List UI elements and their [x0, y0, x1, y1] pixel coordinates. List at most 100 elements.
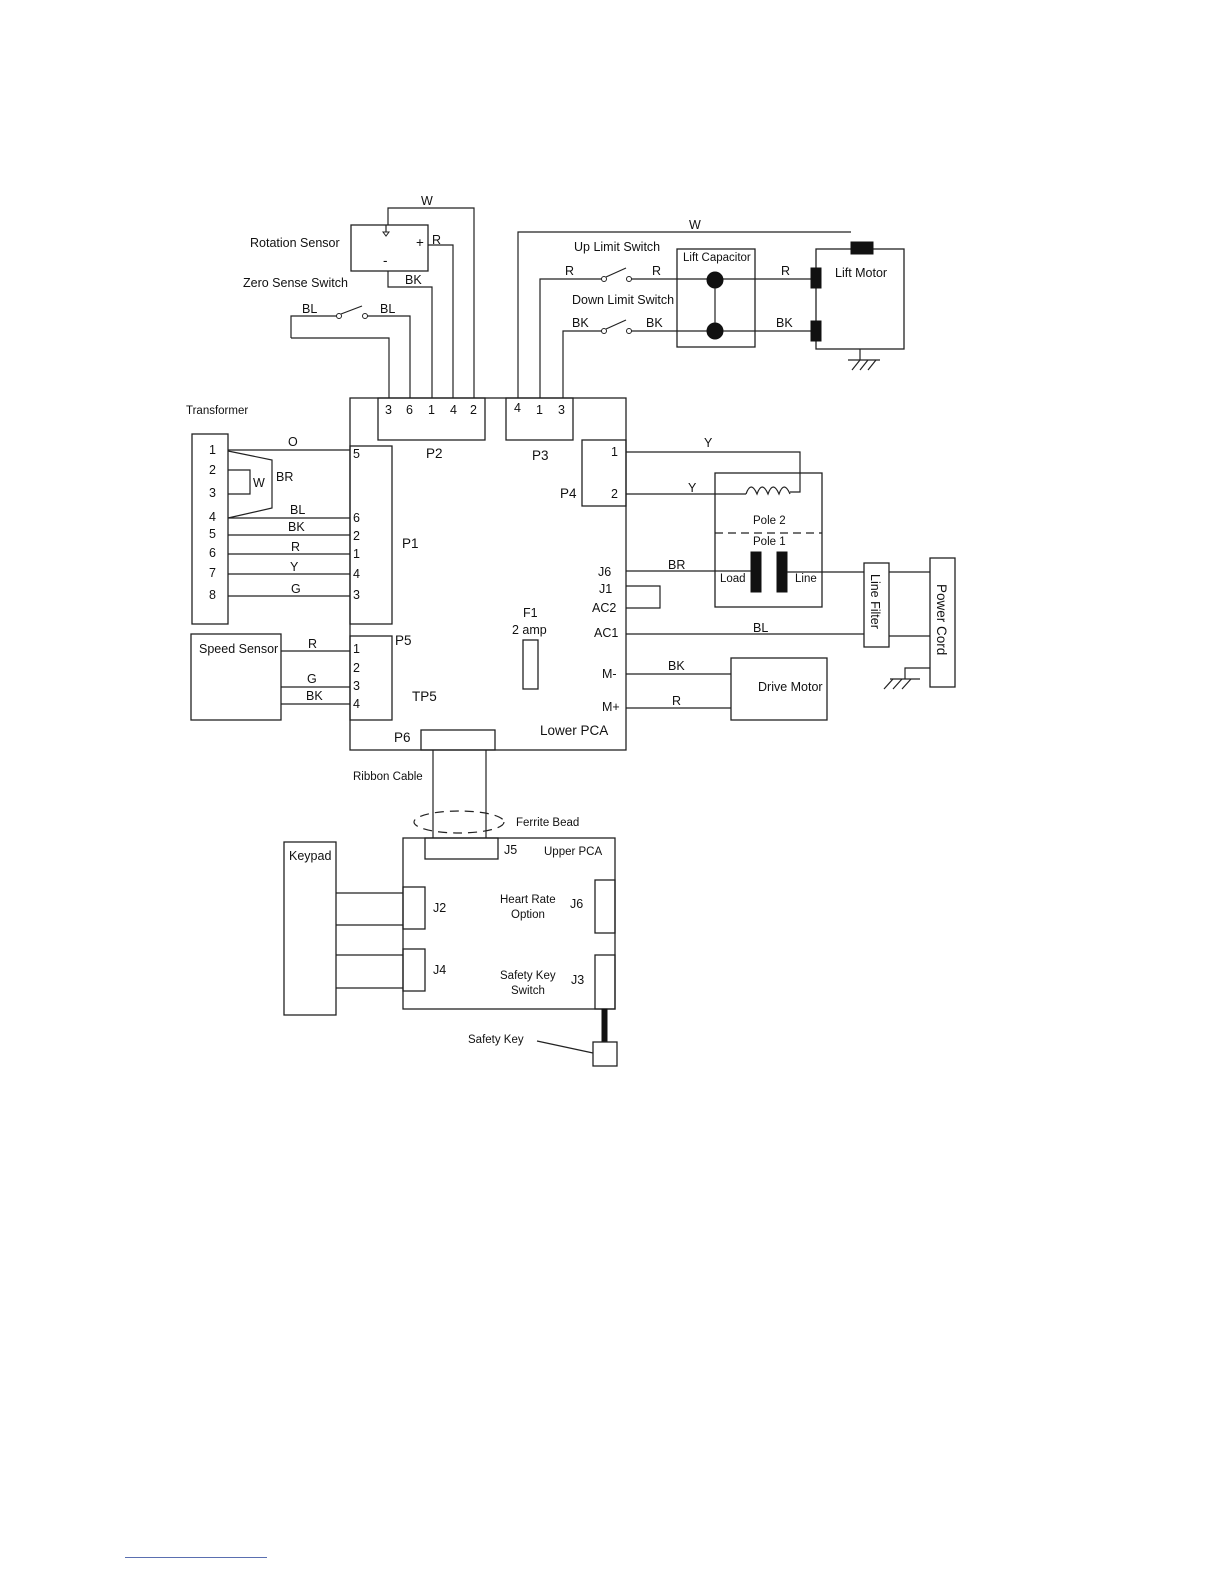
keypad: Keypad [283, 841, 337, 1016]
footnote-rule [125, 1557, 267, 1558]
wire-tr-br [227, 450, 273, 519]
wire-zero-bl-right-label: BL [380, 302, 395, 316]
fuse-rating: 2 amp [512, 623, 547, 637]
safety-key-label: Safety Key [468, 1034, 524, 1046]
tr-pin-3: 3 [209, 486, 216, 500]
zero-sense-switch-label: Zero Sense Switch [243, 276, 348, 290]
p4-pin-1: 1 [611, 445, 618, 459]
connector-p6: P6 [394, 729, 496, 751]
p1-pin-3: 3 [353, 588, 360, 602]
p1-pin-5: 5 [353, 447, 360, 461]
lift-capacitor-label: Lift Capacitor [683, 252, 751, 264]
up-limit-switch [539, 267, 812, 398]
wire-zero-left [291, 337, 390, 398]
j3-label: J3 [571, 973, 584, 987]
power-cord-label: Power Cord [934, 584, 949, 655]
j1-ac2-jumper [626, 585, 661, 609]
fuse-label: F1 [523, 606, 538, 620]
j2-label: J2 [433, 901, 446, 915]
connector-j2: J2 [402, 886, 446, 930]
connector-p4: 1 2 P4 [560, 439, 627, 507]
connector-p1: 5 6 2 1 4 3 P1 [349, 445, 419, 625]
wire-tr-w [228, 469, 251, 495]
p2-pin-4: 4 [450, 403, 457, 417]
wire-zero-bl-left-label: BL [302, 302, 317, 316]
wire-ac1-bl-label: BL [753, 621, 768, 635]
p1-pin-2: 2 [353, 529, 360, 543]
ferrite-bead [413, 810, 505, 834]
tr-pin-1: 1 [209, 443, 216, 457]
connector-p5: 1 2 3 4 P5 TP5 [349, 633, 437, 721]
wire-p4-y1-label: Y [704, 436, 713, 450]
up-limit-switch-label: Up Limit Switch [574, 240, 660, 254]
pole1-label: Pole 1 [753, 536, 786, 548]
pole2-label: Pole 2 [753, 515, 786, 527]
connector-j6-upper: J6 Heart Rate Option [500, 879, 616, 934]
p5-pin-2: 2 [353, 661, 360, 675]
line-filter-label: Line Filter [868, 574, 882, 629]
upper-pca-label: Upper PCA [544, 846, 602, 858]
p3-label: P3 [532, 448, 549, 463]
ribbon-cable-label: Ribbon Cable [353, 771, 423, 783]
line-label: Line [795, 573, 817, 585]
wire-rotation-bk-label: BK [405, 273, 422, 287]
contactor: Pole 2 Pole 1 Load Line [714, 472, 823, 608]
wire-rotation-bk [387, 271, 433, 398]
p5-pin-4: 4 [353, 697, 360, 711]
p1-pin-1: 1 [353, 547, 360, 561]
connector-j4: J4 [402, 948, 446, 992]
safety-switch-line2: Switch [511, 985, 545, 997]
p1-pin-6: 6 [353, 511, 360, 525]
connector-p2: 3 6 1 4 2 P2 [377, 397, 486, 461]
drive-motor-label: Drive Motor [758, 680, 823, 694]
p1-pin-4: 4 [353, 567, 360, 581]
wire-tr-bl-label: BL [290, 503, 305, 517]
p2-label: P2 [426, 446, 443, 461]
wire-m-bk-label: BK [668, 659, 685, 673]
wire-spd-r-label: R [308, 637, 317, 651]
p3-pin-3: 3 [558, 403, 565, 417]
m-minus-label: M- [602, 667, 617, 681]
safety-key-leader [536, 1040, 594, 1054]
wire-tr-y-label: Y [290, 560, 299, 574]
transformer: 1 2 3 4 5 6 7 8 [191, 433, 229, 625]
p5-label: P5 [395, 633, 412, 648]
p1-label: P1 [402, 536, 419, 551]
j5-label: J5 [504, 843, 517, 857]
power-cord: Power Cord [883, 557, 956, 690]
fuse-f1: F1 2 amp [512, 606, 547, 690]
connector-j5: J5 [424, 837, 517, 860]
down-limit-switch-label: Down Limit Switch [572, 293, 674, 307]
rotation-sensor-minus: - [383, 253, 388, 268]
ferrite-bead-label: Ferrite Bead [516, 817, 579, 829]
wire-spd-bk-label: BK [306, 689, 323, 703]
load-label: Load [720, 573, 746, 585]
line-filter: Line Filter [863, 562, 890, 648]
wire-rotation-r [428, 244, 454, 398]
tr-pin-5: 5 [209, 527, 216, 541]
j4-label: J4 [433, 963, 446, 977]
wire-tr-br-label: BR [276, 470, 293, 484]
drive-motor: Drive Motor [730, 657, 828, 721]
p2-pin-1: 1 [428, 403, 435, 417]
wire-tr-bk-label: BK [288, 520, 305, 534]
speed-sensor: Speed Sensor [190, 633, 282, 721]
wire-tr-r-label: R [291, 540, 300, 554]
safety-switch-line1: Safety Key [500, 970, 556, 982]
wire-rotation-w [387, 207, 475, 398]
p2-pin-6: 6 [406, 403, 413, 417]
rotation-sensor-label: Rotation Sensor [250, 236, 340, 250]
p2-pin-3: 3 [385, 403, 392, 417]
connector-j3: J3 Safety Key Switch [500, 954, 616, 1010]
rotation-sensor: Rotation Sensor + - [250, 224, 429, 272]
j1-label: J1 [599, 582, 612, 596]
wire-m-r-label: R [672, 694, 681, 708]
wire-tr-o-label: O [288, 435, 298, 449]
wire-rotation-w-label: W [421, 194, 433, 208]
lift-capacitor: Lift Capacitor [676, 248, 756, 348]
keypad-label: Keypad [289, 849, 331, 863]
j6-lower-label: J6 [598, 565, 611, 579]
relay-coil [745, 486, 791, 496]
speed-sensor-label: Speed Sensor [199, 642, 278, 656]
wire-p4-y2-label: Y [688, 481, 697, 495]
